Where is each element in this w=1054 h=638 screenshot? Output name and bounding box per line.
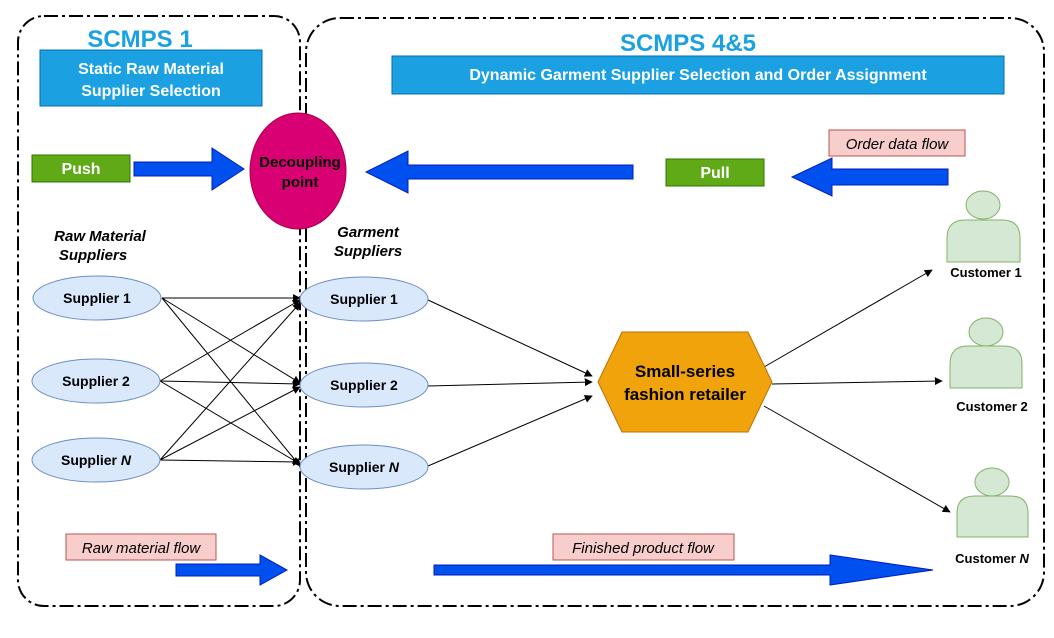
svg-text:Customer 2: Customer 2	[956, 399, 1028, 414]
order-data-flow-label: Order data flow	[846, 136, 950, 153]
pull-label: Pull	[700, 165, 729, 182]
connector-rawN-garment2	[159, 386, 301, 461]
finished-product-flow-label-box: Finished product flow	[552, 533, 735, 561]
fashion-retailer: Small-series fashion retailer	[597, 331, 773, 433]
raw-supplier-2: Supplier 2	[31, 358, 161, 404]
customer-1-name: Customer 1	[950, 265, 1022, 280]
scmps45-title: SCMPS 4&5	[620, 30, 756, 57]
decoupling-label-line1: Decoupling	[259, 154, 341, 171]
svg-text:Customer 1: Customer 1	[950, 265, 1022, 280]
scmps1-frame	[17, 15, 301, 607]
garment-supplier-n-name: Supplier	[329, 459, 389, 475]
pull-box: Pull	[665, 158, 765, 187]
svg-text:Supplier N: Supplier N	[61, 452, 132, 468]
connector-raw2-garmentN	[159, 380, 301, 465]
connector-raw2-garment2	[159, 379, 301, 388]
customer-1-person-icon	[946, 190, 1021, 263]
order-data-flow-arrow	[790, 157, 949, 197]
connector-raw1-garment2	[161, 297, 301, 384]
dynamic-selection-banner: Dynamic Garment Supplier Selection and O…	[391, 55, 1005, 95]
push-label: Push	[61, 161, 100, 178]
raw-supplier-1-name: Supplier 1	[63, 290, 131, 306]
svg-text:Customer N: Customer N	[955, 551, 1029, 566]
raw-material-flow-label-box: Raw material flow	[65, 533, 217, 561]
connector-retailer-customer1	[763, 269, 933, 368]
garment-supplier-n: Supplier N	[299, 444, 429, 490]
raw-material-suppliers-label-line2: Suppliers	[59, 247, 127, 264]
raw-supplier-n: Supplier N	[31, 437, 161, 483]
push-arrow	[133, 147, 245, 191]
customer-n-name: Customer	[955, 551, 1019, 566]
svg-text:Supplier 2: Supplier 2	[62, 373, 130, 389]
garment-suppliers-label-line2: Suppliers	[334, 243, 402, 260]
garment-supplier-1: Supplier 1	[299, 276, 429, 322]
finished-product-flow-label: Finished product flow	[572, 540, 715, 557]
customer-n-person-icon	[956, 467, 1029, 538]
connector-raw1-garmentN	[161, 297, 301, 467]
static-banner-line2: Supplier Selection	[81, 83, 221, 100]
connector-retailer-customerN	[763, 405, 951, 513]
dynamic-banner-text: Dynamic Garment Supplier Selection and O…	[469, 67, 927, 84]
garment-supplier-2: Supplier 2	[299, 362, 429, 408]
raw-material-suppliers-label-line1: Raw Material	[54, 228, 147, 245]
connector-rawN-garmentN	[159, 457, 301, 466]
garment-supplier-1-name: Supplier 1	[330, 291, 398, 307]
decoupling-point: Decoupling point	[249, 112, 347, 230]
finished-product-flow-arrow	[433, 554, 934, 586]
push-box: Push	[31, 154, 131, 183]
raw-material-flow-arrow	[175, 554, 289, 586]
order-data-flow-label-box: Order data flow	[828, 129, 966, 157]
connector-retailer-customer2	[771, 377, 943, 386]
scmps45-frame	[305, 17, 1045, 607]
raw-supplier-1: Supplier 1	[32, 275, 162, 321]
raw-supplier-n-suffix: N	[121, 452, 132, 468]
raw-supplier-n-name: Supplier	[61, 452, 121, 468]
connector-garment2-retailer	[427, 378, 593, 387]
svg-text:Supplier 1: Supplier 1	[63, 290, 131, 306]
svg-text:Supplier N: Supplier N	[329, 459, 400, 475]
customer-1: Customer 1	[946, 190, 1022, 280]
svg-text:Supplier 1: Supplier 1	[330, 291, 398, 307]
scmps1-title: SCMPS 1	[87, 26, 192, 53]
static-banner-line1: Static Raw Material	[78, 61, 224, 78]
customer-2: Customer 2	[949, 317, 1028, 414]
garment-suppliers-label-line1: Garment	[337, 224, 400, 241]
customer-2-person-icon	[949, 317, 1023, 389]
raw-material-flow-label: Raw material flow	[82, 540, 202, 557]
decoupling-label-line2: point	[282, 174, 319, 191]
connector-rawN-garment1	[159, 302, 301, 461]
connector-garment1-retailer	[427, 299, 593, 377]
raw-to-garment-connectors	[159, 294, 301, 467]
pull-arrow	[364, 150, 634, 194]
retailer-connectors	[427, 269, 951, 513]
customer-n-suffix: N	[1019, 551, 1029, 566]
retailer-label-line1: Small-series	[635, 362, 735, 381]
garment-supplier-2-name: Supplier 2	[330, 377, 398, 393]
customer-n: Customer N	[955, 467, 1029, 566]
garment-supplier-n-suffix: N	[389, 459, 400, 475]
static-selection-banner: Static Raw Material Supplier Selection	[39, 49, 263, 107]
connector-raw2-garment1	[159, 299, 301, 382]
customer-2-name: Customer 2	[956, 399, 1028, 414]
retailer-label-line2: fashion retailer	[624, 385, 746, 404]
svg-text:Supplier 2: Supplier 2	[330, 377, 398, 393]
raw-supplier-2-name: Supplier 2	[62, 373, 130, 389]
connector-garmentN-retailer	[427, 395, 593, 467]
